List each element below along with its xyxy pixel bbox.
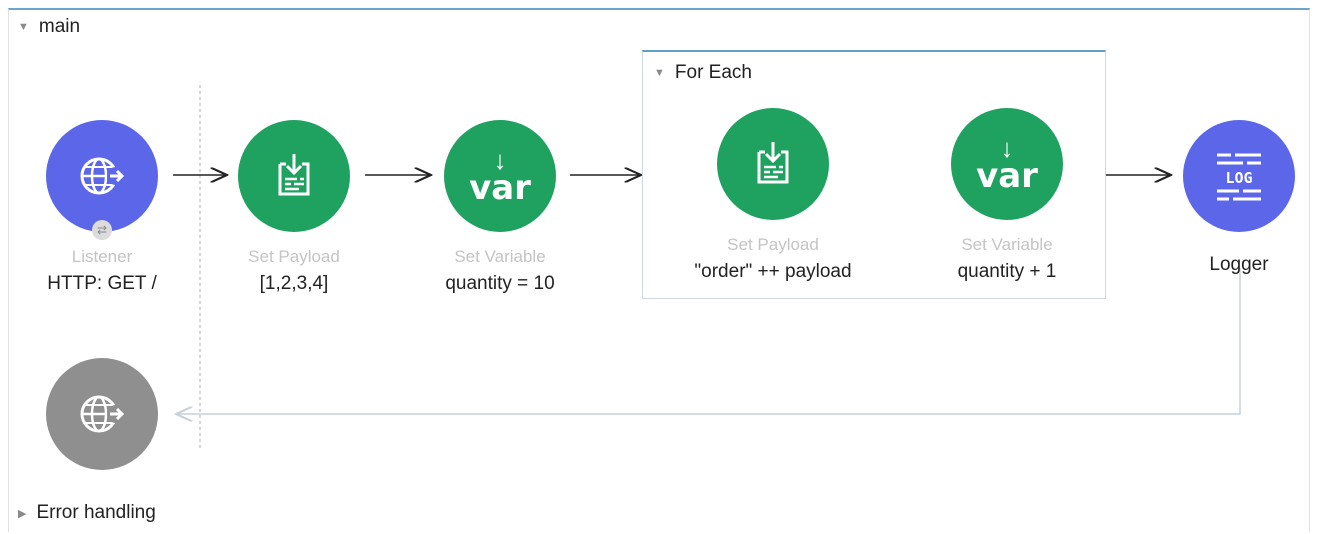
set-payload-icon [717, 108, 829, 220]
collapse-caret-icon: ▼ [654, 67, 665, 79]
for-each-toggle[interactable]: ▼ For Each [654, 62, 752, 84]
component-title: Set Variable [454, 247, 546, 266]
component-subtitle: quantity + 1 [957, 261, 1057, 282]
component-title: Logger [1209, 254, 1269, 275]
set-variable-component[interactable]: ↓ var Set Variable quantity + 1 [907, 108, 1107, 284]
response-component[interactable] [2, 358, 202, 470]
component-title: Set Payload [727, 235, 819, 254]
log-icon: LOG [1183, 120, 1295, 232]
svg-text:LOG: LOG [1225, 169, 1252, 187]
globe-arrow-icon: ⇄ [46, 120, 158, 240]
set-variable-component[interactable]: ↓ var Set Variable quantity = 10 [400, 120, 600, 296]
component-subtitle: quantity = 10 [445, 273, 555, 294]
flow-name: main [38, 16, 81, 37]
return-connector [176, 268, 1241, 414]
globe-arrow-icon [46, 358, 158, 470]
component-title: Set Payload [248, 247, 340, 266]
error-handling-label: Error handling [36, 502, 156, 523]
set-payload-icon [238, 120, 350, 232]
set-payload-component[interactable]: Set Payload [1,2,3,4] [194, 120, 394, 296]
var-icon: ↓ var [444, 120, 556, 232]
component-title: Set Variable [961, 235, 1053, 254]
main-flow-toggle[interactable]: ▼ main [18, 16, 80, 38]
listener-component[interactable]: ⇄ Listener HTTP: GET / [2, 120, 202, 296]
component-subtitle: [1,2,3,4] [259, 273, 329, 294]
logger-component[interactable]: LOG Logger [1139, 120, 1339, 276]
set-payload-component[interactable]: Set Payload "order" ++ payload [673, 108, 873, 284]
component-title: Listener [71, 247, 133, 266]
error-handling-toggle[interactable]: ▶ Error handling [18, 502, 156, 524]
component-subtitle: "order" ++ payload [694, 261, 852, 282]
collapse-caret-icon: ▼ [18, 21, 29, 33]
var-icon: ↓ var [951, 108, 1063, 220]
swap-arrows-icon: ⇄ [92, 220, 112, 240]
component-subtitle: HTTP: GET / [47, 273, 157, 294]
expand-caret-icon: ▶ [18, 507, 27, 520]
for-each-label: For Each [674, 62, 752, 83]
